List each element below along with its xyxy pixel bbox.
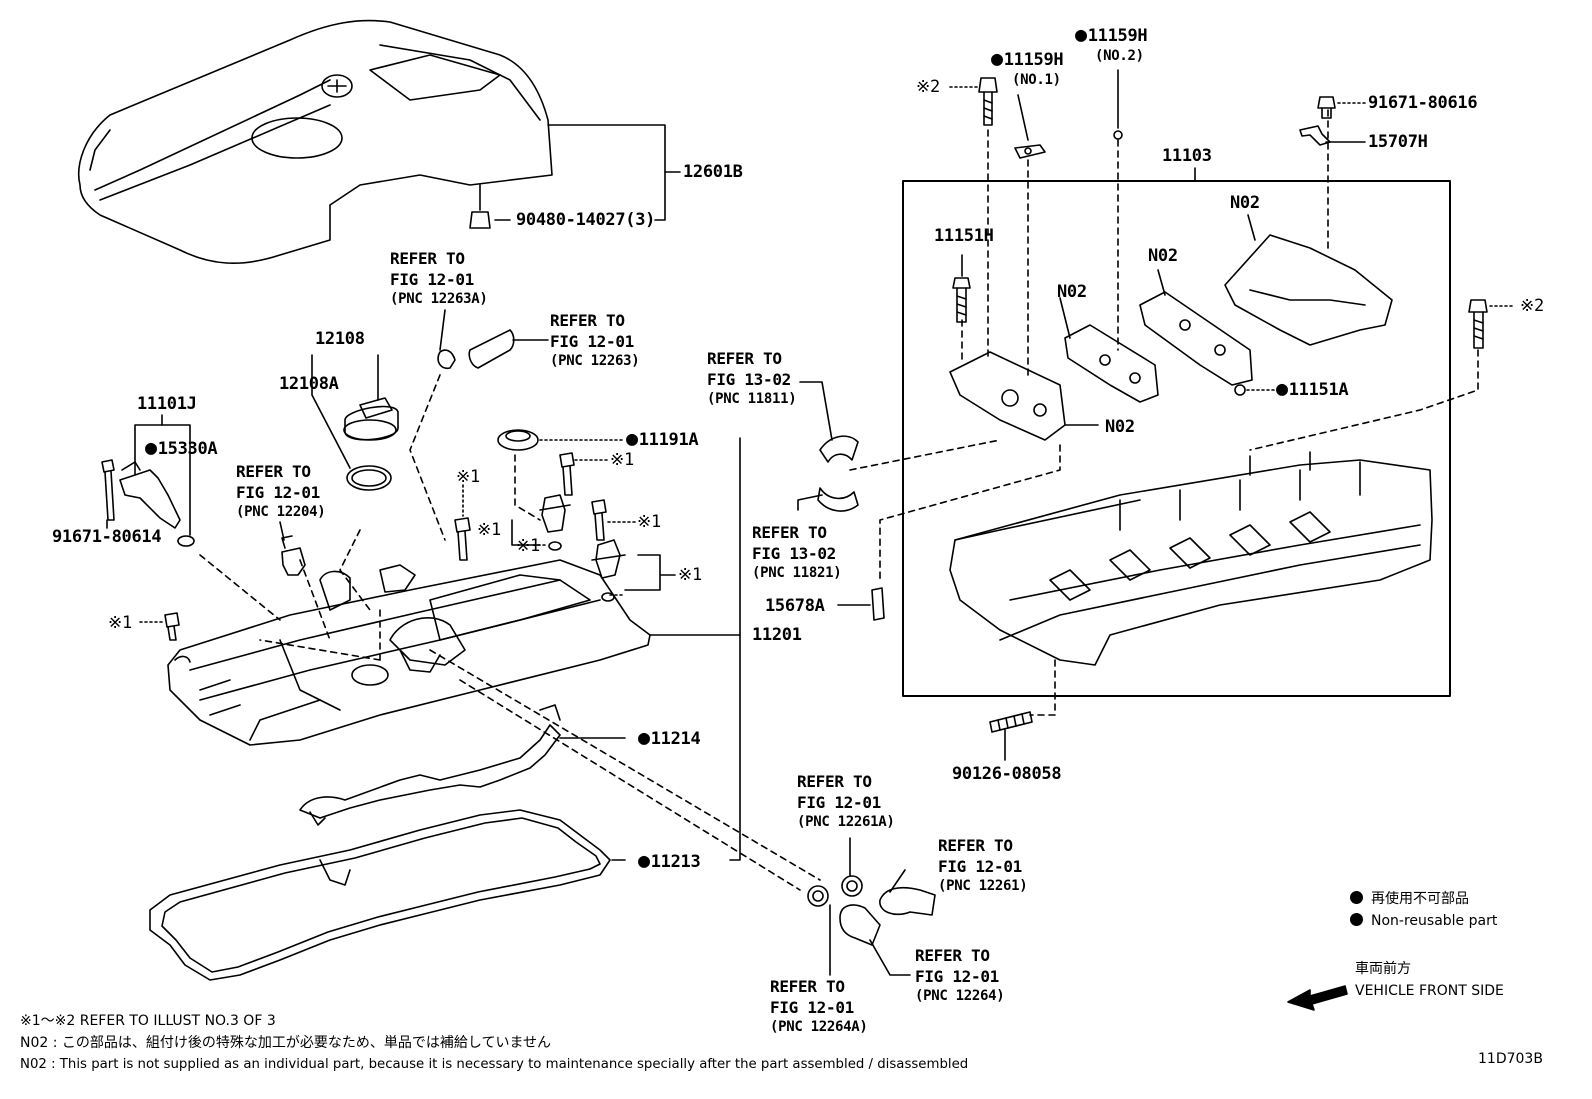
label-n02-c: N02 <box>1148 246 1178 266</box>
label-11201: 11201 <box>752 625 802 645</box>
vvt-sensor-1 <box>539 494 571 533</box>
vvt-sensor-2 <box>591 539 626 579</box>
label-no1: (NO.1) <box>1012 72 1061 88</box>
bolt-mark1-b <box>591 499 607 541</box>
gasket-11214 <box>299 704 561 826</box>
legend: 再使用不可部品 Non-reusable part <box>1350 888 1497 932</box>
label-no2: (NO.2) <box>1095 48 1144 64</box>
gasket-11213 <box>149 809 611 981</box>
label-12108: 12108 <box>315 329 365 349</box>
bearing-cap-3 <box>1139 291 1253 386</box>
gasket-12108A <box>346 465 392 491</box>
label-mark1-f: ※1 <box>516 536 540 556</box>
legend-jp: 再使用不可部品 <box>1371 891 1469 907</box>
note-2: N02 : この部品は、組付け後の特殊な加工が必要なため、単品では補給していませ… <box>20 1035 552 1051</box>
label-mark1-e: ※1 <box>477 520 501 540</box>
label-91671-80614: 91671-80614 <box>52 527 162 547</box>
washer-11159H-no1 <box>1014 144 1046 159</box>
hose-12264 <box>839 904 881 946</box>
hose-clamp-12263A <box>437 349 456 370</box>
label-11159H-no1: 11159H <box>991 48 1064 70</box>
bolt-11159H-no2 <box>1113 130 1123 140</box>
clamp-12264A <box>807 885 829 907</box>
label-mark1-d: ※1 <box>108 613 132 633</box>
bearing-shell-upper <box>819 435 859 463</box>
label-n02-d: N02 <box>1230 193 1260 213</box>
bolt-mark2-top <box>978 77 998 126</box>
bolt-mark2-right <box>1468 299 1488 349</box>
label-11213: 11213 <box>638 850 701 872</box>
bearing-cap-front <box>949 351 1066 441</box>
camshaft-housing <box>949 451 1433 666</box>
legend-en: Non-reusable part <box>1371 913 1498 929</box>
bolt-91671-80616 <box>1317 96 1336 119</box>
pin-15678A <box>871 587 885 621</box>
clamp-12261A <box>841 875 863 897</box>
bolt-mark1-a <box>559 452 575 496</box>
legend-dot-icon <box>1350 891 1363 904</box>
label-n02-a: N02 <box>1105 417 1135 437</box>
bearing-cap-2 <box>1064 324 1159 403</box>
label-11103: 11103 <box>1162 146 1212 166</box>
legend-dot-icon <box>1350 913 1363 926</box>
bearing-cap-4 <box>1224 234 1393 346</box>
hose-12261 <box>879 886 936 916</box>
leader-12601B <box>547 124 666 221</box>
label-11159H-no2: 11159H <box>1075 24 1148 46</box>
bolt-mark1-c <box>454 517 471 561</box>
figure-id: 11D703B <box>1478 1051 1543 1067</box>
label-15330A: 15330A <box>145 437 218 459</box>
hose-12263 <box>468 329 515 369</box>
engine-cover <box>78 19 553 264</box>
label-11101J: 11101J <box>137 394 197 414</box>
direction-en: VEHICLE FRONT SIDE <box>1355 983 1504 999</box>
seal-11191A <box>497 429 539 451</box>
label-15678A: 15678A <box>765 596 825 616</box>
label-11151A: 11151A <box>1276 378 1349 400</box>
oil-filler-cap <box>343 397 399 441</box>
label-12108A: 12108A <box>279 374 339 394</box>
label-mark2-right: ※2 <box>1520 296 1544 316</box>
group-box-11103 <box>902 180 1451 697</box>
label-90480-14027: 90480-14027(3) <box>516 210 656 230</box>
label-11214: 11214 <box>638 727 701 749</box>
cylinder-head-cover <box>167 559 651 746</box>
label-11151H: 11151H <box>934 226 994 246</box>
label-12601B: 12601B <box>683 162 743 182</box>
bearing-shell-lower <box>817 487 859 512</box>
label-mark2-top: ※2 <box>916 77 940 97</box>
note-1: ※1～※2 REFER TO ILLUST NO.3 OF 3 <box>20 1013 276 1029</box>
direction-jp: 車両前方 <box>1355 961 1411 977</box>
label-n02-b: N02 <box>1057 282 1087 302</box>
label-11191A: 11191A <box>626 428 699 450</box>
note-3: N02 : This part is not supplied as an in… <box>20 1057 969 1072</box>
label-mark1-a: ※1 <box>610 450 634 470</box>
bolt-11151H <box>952 277 971 323</box>
stud-90126-08058 <box>989 711 1033 733</box>
bolt-mark1-d <box>164 612 180 641</box>
front-arrow-icon <box>1287 985 1348 1011</box>
label-15707H: 15707H <box>1368 132 1428 152</box>
plug-11151A <box>1234 384 1246 396</box>
bolt-91671-80614 <box>101 459 115 521</box>
sensor-12204 <box>281 535 306 576</box>
dashed-guides <box>199 109 1479 891</box>
bracket-15707H <box>1299 125 1331 146</box>
label-mark1-b: ※1 <box>637 512 661 532</box>
label-91671-80616: 91671-80616 <box>1368 93 1478 113</box>
label-mark1-c: ※1 <box>456 467 480 487</box>
label-mark1-g: ※1 <box>678 565 702 585</box>
label-90126-08058: 90126-08058 <box>952 764 1062 784</box>
